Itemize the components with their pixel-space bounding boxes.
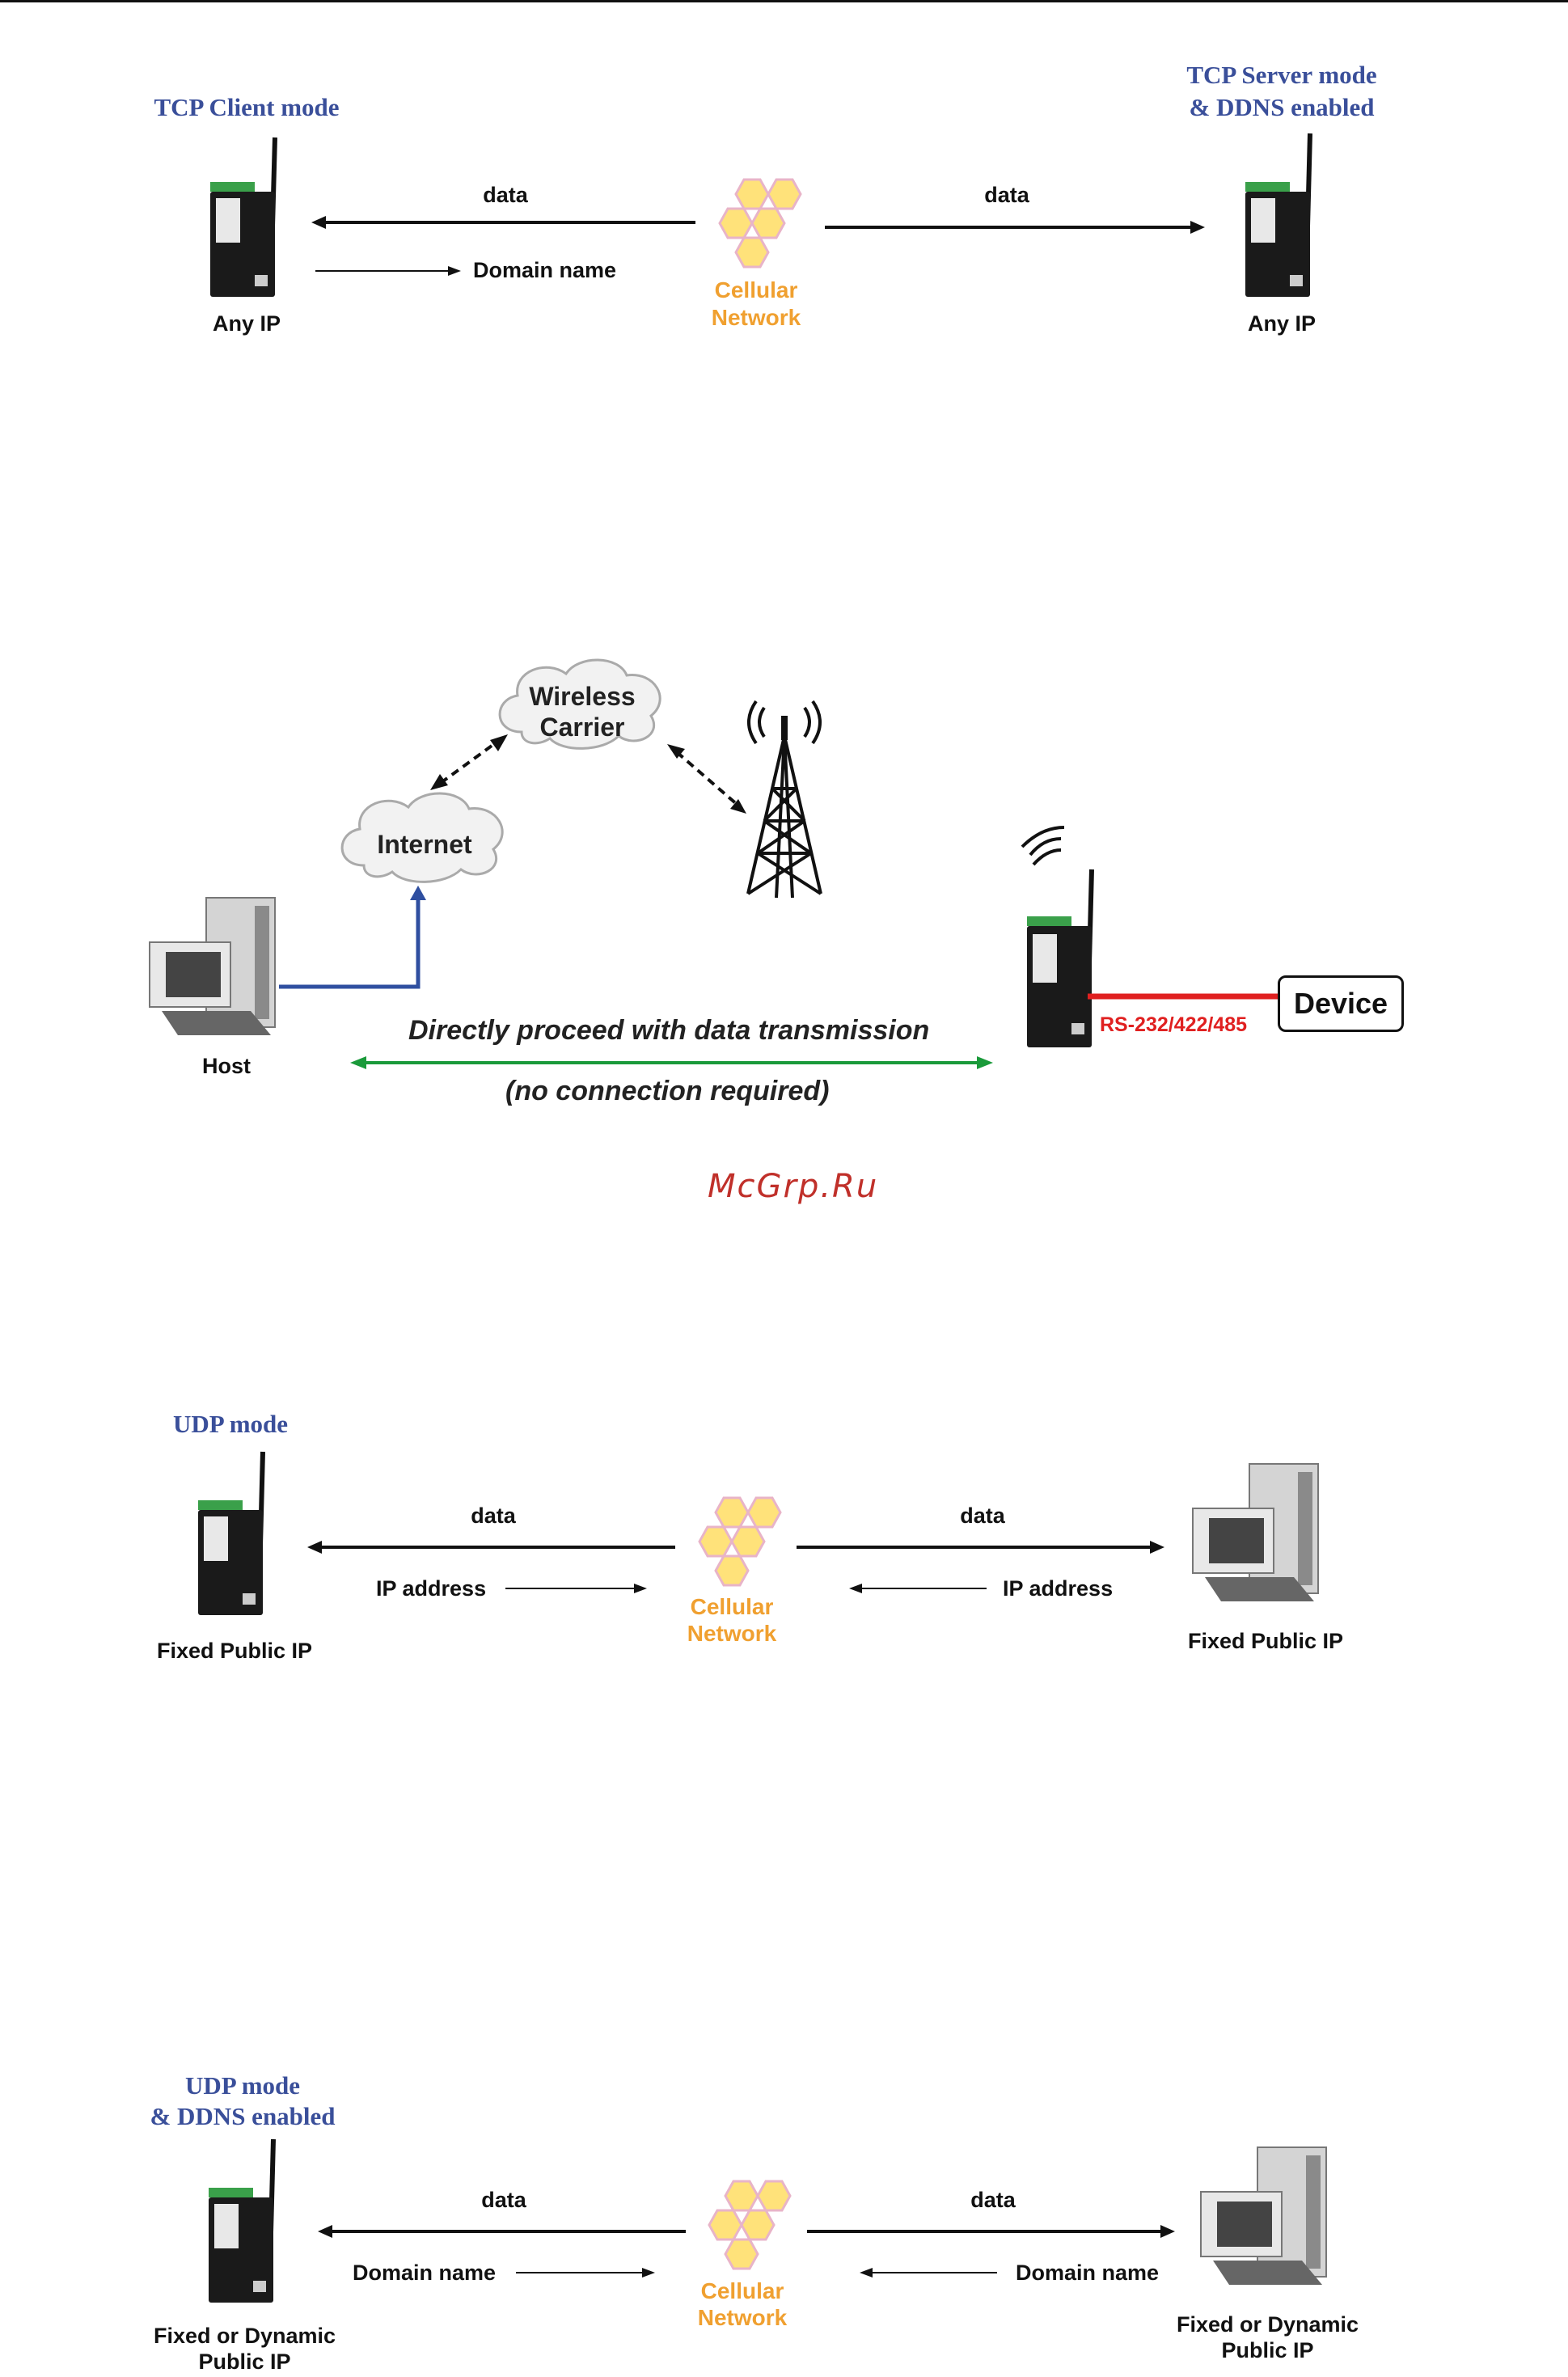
tcp-right-ip-label: Any IP xyxy=(1247,311,1317,336)
udp-cellular-line2: Network xyxy=(687,1621,777,1646)
direct-transmission-label: Directly proceed with data transmission xyxy=(408,1015,930,1046)
udp-ddns-left-ip-line1: Fixed or Dynamic xyxy=(153,2324,336,2348)
serial-interface-label: RS-232/422/485 xyxy=(1100,1013,1248,1036)
top-rule xyxy=(0,0,1568,2)
tcp-left-data-label: data xyxy=(483,183,528,207)
cell-tower-icon xyxy=(746,700,822,899)
udp-ddns-cellular-line2: Network xyxy=(697,2305,788,2330)
internet-cloud-label: Internet xyxy=(377,830,472,859)
serial-line xyxy=(1088,993,1282,1000)
udp-right-data-arrow xyxy=(797,1541,1164,1554)
wireless-carrier-cloud-icon xyxy=(498,658,661,750)
udp-ddns-left-domain-label: Domain name xyxy=(353,2261,497,2285)
dashed-arrow-internet-carrier xyxy=(430,734,508,790)
cellular-network-icon xyxy=(718,178,802,269)
wireless-carrier-line2: Carrier xyxy=(539,713,625,742)
udp-left-ip-label: Fixed Public IP xyxy=(156,1639,313,1663)
tcp-server-title-line2: & DDNS enabled xyxy=(1189,93,1375,121)
cellular-network-icon xyxy=(698,1496,782,1587)
udp-right-ip-arrow xyxy=(849,1584,987,1593)
udp-left-data-label: data xyxy=(471,1504,516,1528)
udp-ddns-left-domain-arrow xyxy=(516,2268,655,2278)
udp-ddns-right-data-arrow xyxy=(807,2225,1175,2238)
udp-ddns-left-data-label: data xyxy=(481,2188,526,2212)
udp-ddns-left-ip-line2: Public IP xyxy=(198,2350,291,2374)
host-computer-icon xyxy=(149,897,276,1035)
watermark: McGrp.Ru xyxy=(708,1168,879,1205)
udp-ddns-left-data-arrow xyxy=(318,2225,686,2238)
host-internet-link xyxy=(279,886,426,989)
udp-ddns-title-line1: UDP mode xyxy=(184,2071,301,2100)
tcp-left-data-arrow xyxy=(311,216,695,229)
udp-ddns-cellular-line1: Cellular xyxy=(700,2278,784,2303)
cellular-network-icon xyxy=(708,2180,792,2270)
udp-right-data-label: data xyxy=(960,1504,1005,1528)
gateway-device-icon xyxy=(210,137,277,297)
udp-cellular-line1: Cellular xyxy=(690,1594,774,1619)
udp-ddns-title-line2: & DDNS enabled xyxy=(150,2102,336,2130)
no-connection-label: (no connection required) xyxy=(505,1076,830,1106)
gateway-device-icon xyxy=(1245,133,1312,297)
gateway-device-icon xyxy=(1021,826,1094,1047)
host-computer-icon xyxy=(1200,2146,1327,2285)
direct-transmission-arrow xyxy=(350,1056,993,1069)
udp-title: UDP mode xyxy=(172,1410,289,1438)
wireless-carrier-line1: Wireless xyxy=(529,682,636,711)
serial-device-box: Device xyxy=(1278,975,1404,1032)
dashed-arrow-carrier-tower xyxy=(667,744,746,814)
tcp-right-data-label: data xyxy=(984,183,1029,207)
tcp-cellular-line2: Network xyxy=(711,305,801,330)
udp-left-data-arrow xyxy=(307,1541,675,1554)
udp-ddns-right-ip-line2: Public IP xyxy=(1221,2338,1314,2362)
udp-ddns-right-domain-label: Domain name xyxy=(1016,2261,1160,2285)
tcp-cellular-line1: Cellular xyxy=(714,277,798,302)
tcp-left-ip-label: Any IP xyxy=(212,311,281,336)
udp-right-ip-address-label: IP address xyxy=(1003,1576,1114,1601)
udp-ddns-right-domain-arrow xyxy=(860,2268,997,2278)
tcp-right-data-arrow xyxy=(825,221,1205,234)
host-computer-icon xyxy=(1192,1463,1319,1601)
udp-right-ip-label: Fixed Public IP xyxy=(1187,1629,1344,1653)
udp-left-ip-address-label: IP address xyxy=(376,1576,487,1601)
tcp-domain-arrow xyxy=(315,266,461,276)
gateway-device-icon xyxy=(198,1451,265,1615)
tcp-client-title: TCP Client mode xyxy=(154,93,340,121)
udp-ddns-right-ip-line1: Fixed or Dynamic xyxy=(1176,2312,1359,2337)
tcp-server-title-line1: TCP Server mode xyxy=(1186,61,1377,89)
internet-cloud-icon xyxy=(340,792,504,883)
udp-left-ip-arrow xyxy=(505,1584,647,1593)
udp-ddns-right-data-label: data xyxy=(970,2188,1016,2212)
gateway-device-icon xyxy=(209,2138,276,2303)
host-label: Host xyxy=(202,1054,251,1078)
tcp-domain-label: Domain name xyxy=(473,258,617,282)
